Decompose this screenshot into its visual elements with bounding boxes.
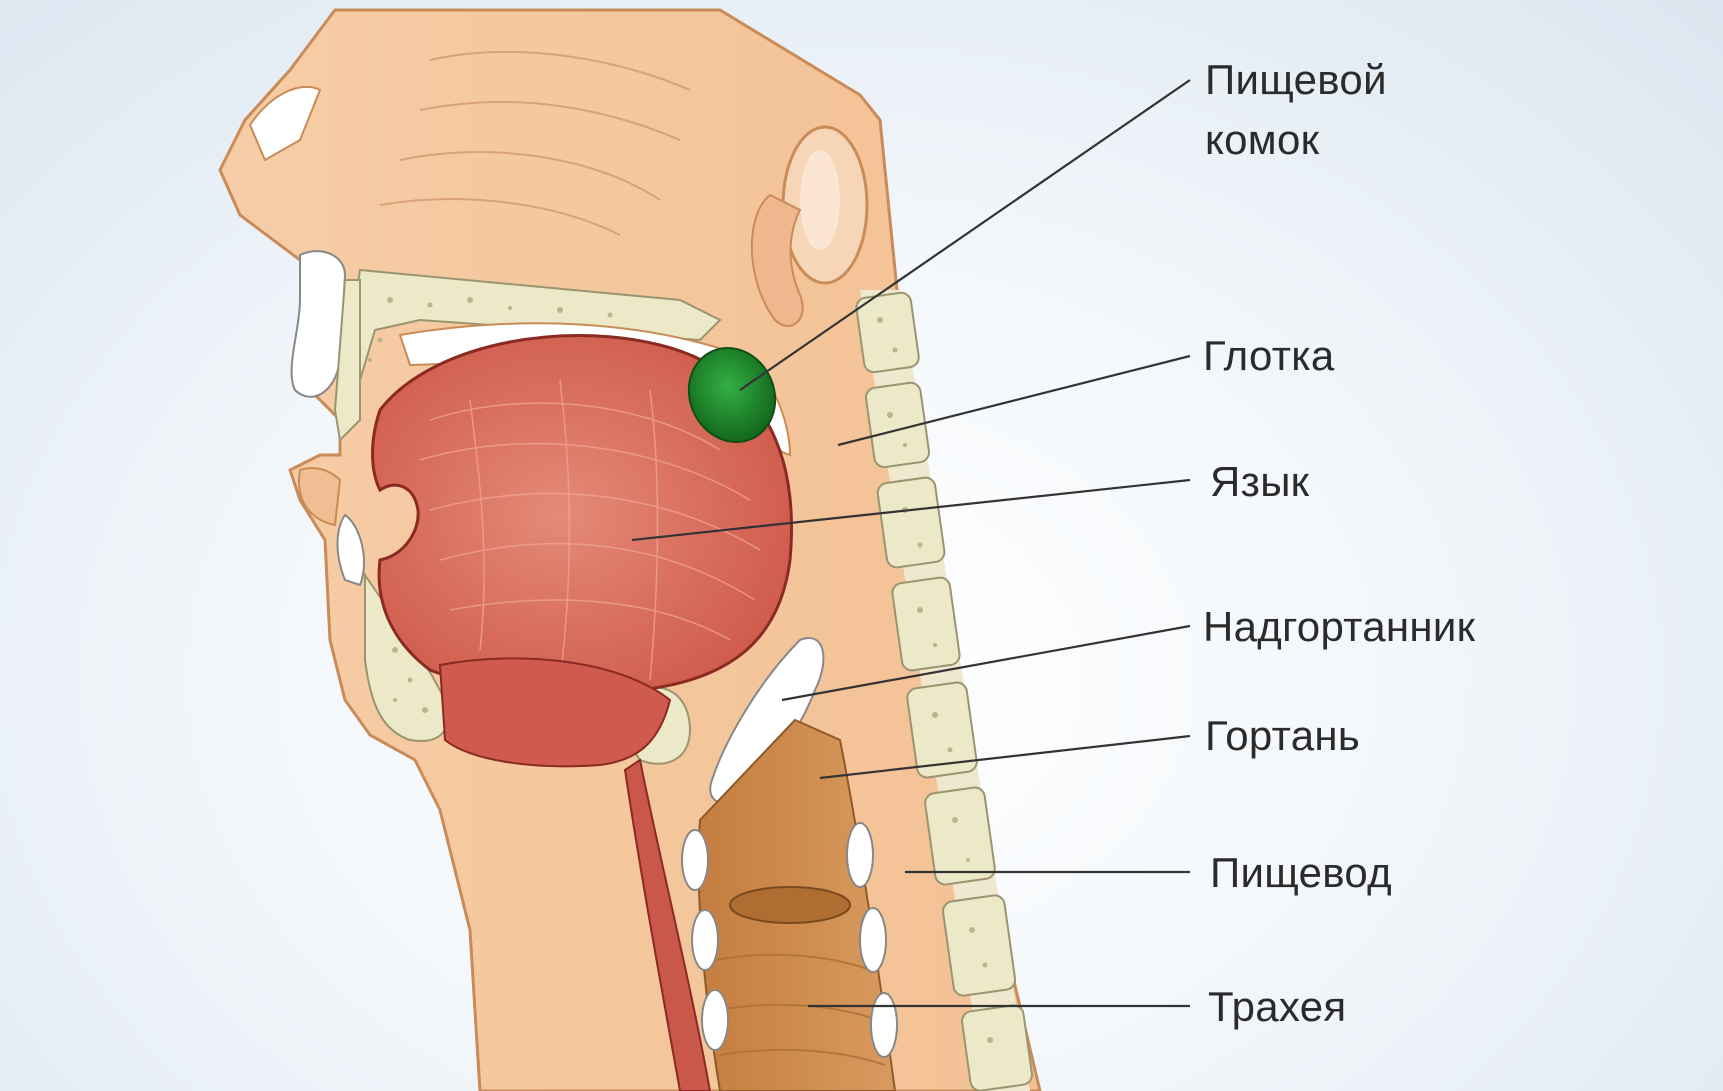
label-trachea: Трахея (1208, 977, 1346, 1037)
label-food-bolus: Пищевой комок (1205, 50, 1387, 170)
label-epiglottis: Надгортанник (1203, 597, 1475, 657)
lower-lip (299, 468, 340, 525)
label-larynx: Гортань (1205, 706, 1360, 766)
label-esophagus: Пищевод (1210, 843, 1392, 903)
label-food-bolus-line2: комок (1205, 110, 1387, 170)
vocal-cords (730, 887, 850, 923)
label-tongue: Язык (1210, 452, 1309, 512)
label-pharynx: Глотка (1203, 326, 1335, 386)
label-food-bolus-line1: Пищевой (1205, 50, 1387, 110)
